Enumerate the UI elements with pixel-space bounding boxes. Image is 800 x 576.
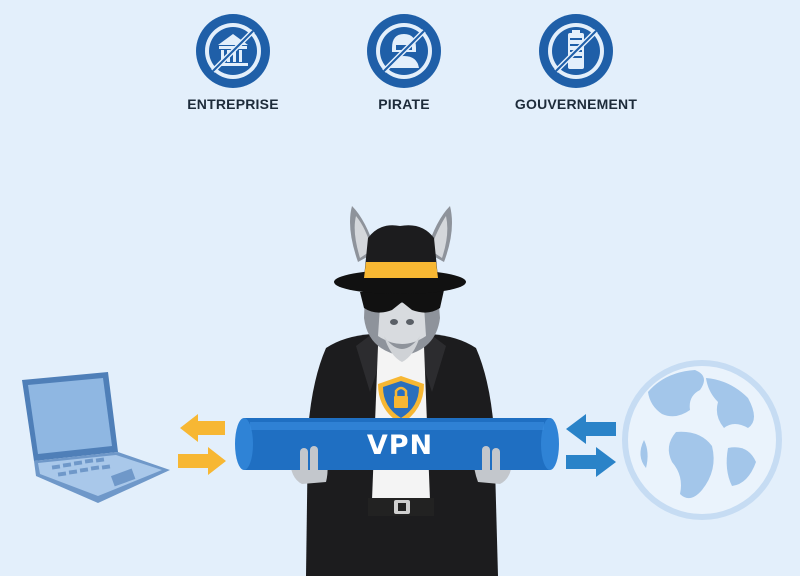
blocked-entity-government: GOUVERNEMENT: [496, 12, 656, 112]
mascot-fingers: [300, 446, 500, 474]
badge-label: GOUVERNEMENT: [514, 96, 638, 112]
blocked-entity-pirate: PIRATE: [324, 12, 484, 112]
blocked-entity-enterprise: ENTREPRISE: [153, 12, 313, 112]
badge-label: PIRATE: [378, 96, 430, 112]
laptop-icon: [22, 372, 170, 503]
globe-icon: [622, 360, 782, 520]
donkey-mascot-icon: [290, 206, 512, 576]
vpn-label: VPN: [367, 430, 433, 461]
hacker-icon: [367, 14, 441, 88]
outgoing-arrows: [178, 414, 226, 475]
vpn-tunnel: VPN: [235, 418, 559, 470]
shield-lock-icon: [378, 376, 424, 424]
badge-label: ENTREPRISE: [187, 96, 279, 112]
server-tower-icon: [539, 14, 613, 88]
incoming-arrows: [566, 414, 616, 477]
bank-building-icon: [196, 14, 270, 88]
